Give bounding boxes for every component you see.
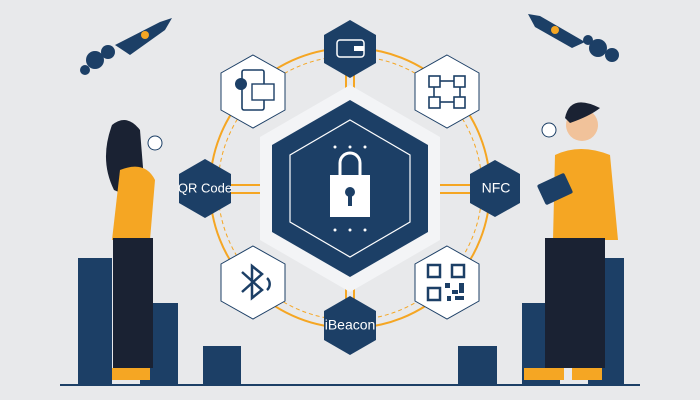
center-hex-outline <box>289 119 411 258</box>
dots <box>333 145 367 232</box>
node-qr <box>414 245 480 320</box>
node-nfc: NFC <box>470 160 520 217</box>
node-ibeacon: iBeacon <box>324 296 376 355</box>
node-wallet <box>324 20 376 78</box>
man-figure <box>524 102 618 380</box>
padlock-icon <box>330 151 370 217</box>
nfc-label: NFC <box>482 180 511 196</box>
node-mobile-payment <box>220 54 286 129</box>
ibeacon-label: iBeacon <box>325 317 376 333</box>
wallet-icon <box>336 39 365 58</box>
node-qr-code: QR Code <box>178 159 232 218</box>
rocket-left-icon <box>80 18 172 75</box>
bar <box>203 346 241 385</box>
qr-code-icon <box>426 263 466 302</box>
mobile-payment-icon <box>235 69 275 111</box>
check-bubble-icon <box>147 135 163 151</box>
bar <box>458 346 497 385</box>
node-blockchain <box>414 54 480 129</box>
woman-figure <box>105 120 163 380</box>
tablet <box>537 173 573 205</box>
bluetooth-icon <box>241 263 271 301</box>
rocket-right-icon <box>528 14 619 62</box>
blockchain-icon <box>428 75 466 109</box>
bar <box>78 258 112 385</box>
check-bubble-icon <box>541 122 557 138</box>
qr-code-label: QR Code <box>178 180 232 195</box>
node-bluetooth <box>220 245 286 320</box>
